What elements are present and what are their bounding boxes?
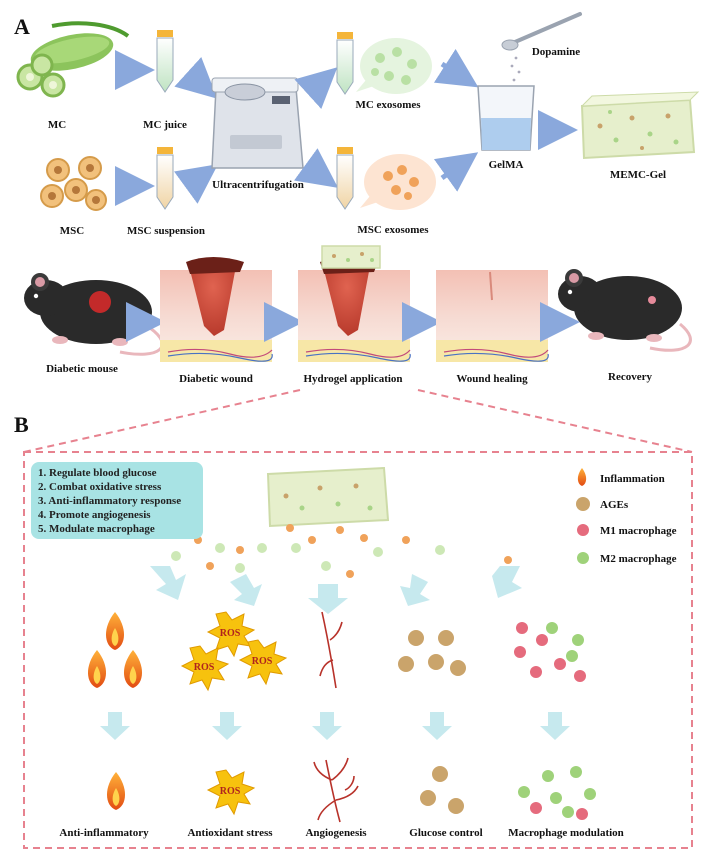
legend-ages: AGEs: [600, 499, 629, 511]
ros-label-1: ROS: [220, 628, 241, 639]
outcome-angiogenesis: Angiogenesis: [305, 827, 367, 839]
zoom-connector: [23, 389, 693, 453]
mc-juice-tube-icon: [156, 30, 174, 93]
label-dopamine: Dopamine: [532, 46, 580, 58]
ros-label-2: ROS: [194, 662, 215, 673]
legend-m1-icon: [577, 524, 589, 536]
legend: Inflammation AGEs M1 macrophage M2 macro…: [576, 468, 677, 565]
legend-ages-icon: [576, 497, 590, 511]
ages-particles-icon: [398, 630, 466, 676]
legend-inflammation: Inflammation: [600, 473, 665, 485]
label-mc: MC: [48, 119, 66, 131]
ros-label-4: ROS: [220, 786, 241, 797]
inflammation-flames-icon: [87, 612, 143, 688]
msc-suspension-tube-icon: [156, 147, 174, 210]
function-item-1: 1. Regulate blood glucose: [38, 467, 157, 479]
arrow-suspension-to-centrifuge: [173, 164, 219, 204]
mc-exosome-bubble: [356, 38, 432, 94]
skin-hydrogel-application: [298, 245, 411, 362]
effect-arrows: [100, 712, 570, 740]
recovered-mouse-icon: [558, 269, 692, 352]
label-wound-healing: Wound healing: [456, 373, 528, 385]
function-item-4: 4. Promote angiogenesis: [38, 509, 151, 521]
arrow-mc-exo-to-gelma: [433, 48, 479, 88]
function-item-2: 2. Combat oxidative stress: [38, 481, 162, 493]
label-recovery: Recovery: [608, 371, 652, 383]
label-diabetic-wound: Diabetic wound: [179, 373, 253, 385]
legend-m2: M2 macrophage: [600, 553, 677, 565]
msc-exosome-bubble: [360, 154, 436, 210]
msc-cells-icon: [40, 156, 107, 211]
panel-b-label: B: [14, 412, 29, 437]
label-msc-suspension: MSC suspension: [127, 225, 205, 237]
ros-label-3: ROS: [252, 656, 273, 667]
legend-m2-icon: [577, 552, 589, 564]
arrow-juice-to-centrifuge: [174, 57, 218, 99]
reduced-flame-icon: [106, 772, 126, 810]
label-ultracentrifugation: Ultracentrifugation: [212, 179, 304, 191]
function-item-5: 5. Modulate macrophage: [38, 523, 155, 535]
function-item-3: 3. Anti-inflammatory response: [38, 495, 182, 507]
label-hydrogel-application: Hydrogel application: [303, 373, 402, 385]
label-memc-gel: MEMC-Gel: [610, 169, 666, 181]
legend-inflammation-icon: [577, 468, 587, 486]
outcome-glucose-control: Glucose control: [409, 827, 482, 839]
dopamine-spoon-icon: [501, 12, 582, 82]
functions-box: 1. Regulate blood glucose 2. Combat oxid…: [31, 462, 203, 539]
reduced-ages-icon: [420, 766, 464, 814]
branched-vessel-icon: [313, 757, 359, 823]
released-exosomes: [171, 524, 512, 578]
ultracentrifuge-icon: [211, 77, 304, 169]
diabetic-mouse-icon: [24, 273, 164, 356]
legend-m1: M1 macrophage: [600, 525, 677, 537]
reduced-ros-icon: ROS: [206, 769, 256, 816]
label-mc-exosomes: MC exosomes: [355, 99, 421, 111]
outcome-anti-inflammatory: Anti-inflammatory: [59, 827, 149, 839]
msc-exosome-tube-icon: [336, 147, 354, 210]
label-mc-juice: MC juice: [143, 119, 187, 131]
arrow-centrifuge-to-msc-exo: [293, 148, 339, 188]
mc-exosome-tube-icon: [336, 32, 354, 95]
gelma-beaker-icon: [477, 85, 535, 151]
outcome-antioxidant: Antioxidant stress: [187, 827, 273, 839]
release-arrows: [150, 566, 522, 614]
memc-gel-block-icon: [580, 91, 700, 160]
m1-dominant-macrophages-icon: [514, 622, 586, 682]
label-msc: MSC: [60, 225, 85, 237]
skin-wound-healing: [436, 270, 549, 362]
outcome-macrophage-modulation: Macrophage modulation: [508, 827, 624, 839]
panel-b-frame: [23, 451, 693, 849]
arrow-msc-exo-to-gelma: [433, 152, 479, 192]
skin-diabetic-wound: [160, 257, 273, 362]
label-diabetic-mouse: Diabetic mouse: [46, 363, 118, 375]
arrow-centrifuge-to-mc-exo: [294, 67, 338, 109]
m2-dominant-macrophages-icon: [518, 766, 596, 820]
memc-gel-block-b-icon: [266, 466, 390, 528]
label-msc-exosomes: MSC exosomes: [357, 224, 429, 236]
bitter-melon-icon: [16, 21, 130, 98]
sparse-vessel-icon: [319, 611, 343, 689]
panel-a-label: A: [14, 14, 30, 39]
ros-stars-icon: ROS ROS ROS: [180, 611, 288, 692]
label-gelma: GelMA: [489, 159, 524, 171]
